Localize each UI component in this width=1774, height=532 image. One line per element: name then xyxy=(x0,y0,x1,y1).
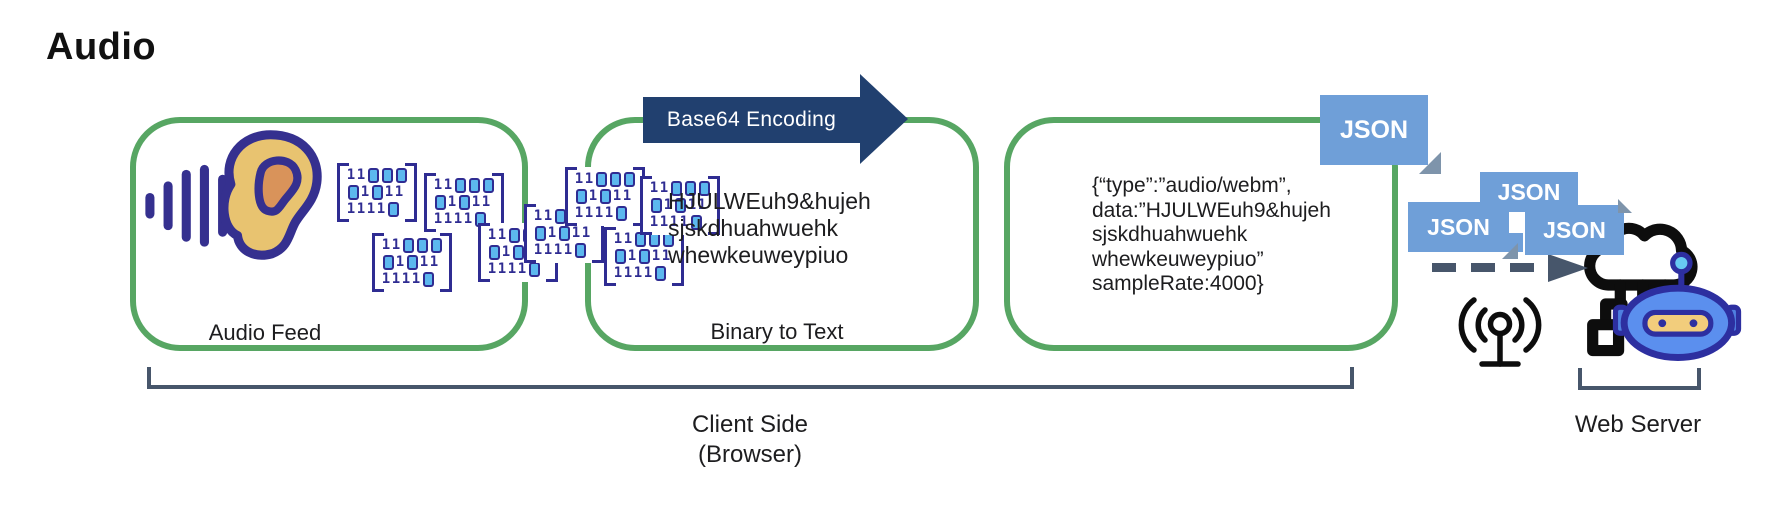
bit-one: 1 xyxy=(553,242,563,258)
page-title: Audio xyxy=(46,26,157,68)
json-line-4: whewkeuweypiuo” xyxy=(1092,247,1264,271)
client-side-line2: (Browser) xyxy=(697,441,802,468)
base64-encoding-arrow: Base64 Encoding xyxy=(643,97,860,143)
json-packet-fragment xyxy=(1506,233,1523,252)
json-tag-label: JSON xyxy=(1339,115,1409,144)
bit-one: 1 xyxy=(547,225,557,241)
json-payload-text: {“type”:”audio/webm”, data:”HJULWEuh9&hu… xyxy=(1092,174,1331,297)
client-side-bracket xyxy=(147,367,1354,389)
json-packet-label: JSON xyxy=(1497,178,1561,205)
audio-feed-label: Audio Feed xyxy=(208,320,322,345)
bit-zero xyxy=(536,228,548,243)
bit-one: 1 xyxy=(533,208,543,224)
json-packet-label: JSON xyxy=(1427,213,1490,240)
base64-line-1: HJULWEuh9&hujeh xyxy=(668,188,871,214)
json-line-1: {“type”:”audio/webm”, xyxy=(1092,174,1292,197)
json-line-2: data:”HJULWEuh9&hujeh xyxy=(1092,198,1331,222)
bit-one: 1 xyxy=(543,208,553,224)
json-packet-left: JSON xyxy=(1408,202,1518,259)
bit-zero xyxy=(568,209,580,224)
json-tag: JSON xyxy=(1320,95,1441,174)
client-side-line1: Client Side xyxy=(691,411,809,438)
json-line-5: sampleRate:4000} xyxy=(1092,272,1264,295)
bit-one: 1 xyxy=(533,242,543,258)
bit-zero xyxy=(534,226,546,241)
json-packet-right: JSON xyxy=(1525,199,1632,255)
base64-arrow-head xyxy=(860,74,908,164)
audio-feed-box xyxy=(130,117,528,351)
bit-one: 1 xyxy=(543,242,553,258)
bit-one: 1 xyxy=(574,171,584,187)
transfer-dashed-line xyxy=(1432,263,1548,272)
bit-one: 1 xyxy=(571,225,581,241)
client-side-label: Client Side (Browser) xyxy=(560,410,940,470)
json-line-3: sjskdhuahwuehk xyxy=(1092,223,1248,246)
json-packet-label: JSON xyxy=(1543,216,1606,243)
bit-one: 1 xyxy=(574,205,584,221)
base64-line-2: sjskdhuahwuehk xyxy=(668,215,839,241)
base64-output-text: HJULWEuh9&hujeh sjskdhuahwuehk whewkeuwe… xyxy=(668,188,871,269)
bit-zero xyxy=(574,243,586,258)
base64-line-3: whewkeuweypiuo xyxy=(668,242,849,268)
web-server-label: Web Server xyxy=(1574,411,1702,438)
robot-icon xyxy=(1612,250,1742,361)
binary-to-text-label: Binary to Text xyxy=(710,319,844,344)
bit-one: 1 xyxy=(563,242,573,258)
web-server-bracket xyxy=(1578,368,1701,390)
folded-corner xyxy=(1419,152,1441,174)
bit-one: 1 xyxy=(535,244,545,260)
bit-zero xyxy=(528,262,540,277)
bit-zero xyxy=(554,209,566,224)
transfer-arrow-head xyxy=(1548,254,1588,282)
radio-antenna-icon xyxy=(1452,282,1548,374)
ear-icon xyxy=(140,120,330,280)
bit-zero xyxy=(558,226,570,241)
base64-encoding-label: Base64 Encoding xyxy=(666,108,837,131)
